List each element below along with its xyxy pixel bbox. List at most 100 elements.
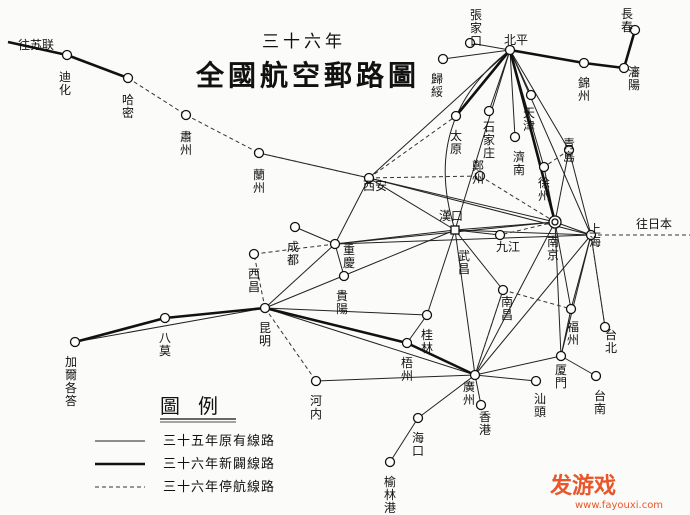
city-label-chongqing: 重慶 [343, 243, 355, 270]
city-node-changchun [629, 24, 641, 36]
route-beiping-shijiazhuang [488, 49, 511, 112]
city-node-hami [122, 72, 134, 84]
city-node-dihua [61, 49, 73, 61]
city-label-chengdu: 成都 [287, 240, 299, 267]
route-ussr-dihua [7, 40, 68, 57]
destination-ussr-label: 往苏联 [18, 37, 54, 52]
city-label-tainan: 台南 [594, 388, 606, 416]
city-node-xichang [248, 248, 260, 260]
route-beiping-nanjing [508, 49, 557, 223]
legend-label-existing: 三十五年原有線路 [163, 433, 275, 449]
routes-new-layer [7, 29, 637, 377]
city-label-wuzhou: 梧州 [401, 355, 413, 383]
route-nanjing-guangzhou [474, 221, 556, 376]
city-node-suzhou_gs [180, 109, 192, 121]
city-node-wuzhou [401, 337, 413, 349]
route-xiamen-fuzhou [560, 308, 572, 357]
route-nanchang-guangzhou [474, 289, 504, 376]
destination-japan-label: 往日本 [636, 216, 672, 231]
legend-title: 圖例 [160, 394, 236, 418]
city-node-zhengzhou [474, 170, 486, 182]
route-guangzhou-shantou [474, 374, 537, 382]
city-node-taibei [599, 321, 611, 333]
route-shanghai-qingdao [568, 149, 592, 236]
route-beiping-hankou-arc [444, 49, 511, 231]
city-node-jinzhou [578, 57, 590, 69]
city-label-tianjin: 天津 [523, 106, 535, 133]
city-label-zhengzhou: 鄭州 [472, 158, 484, 186]
map-title-year: 三十六年 [262, 32, 346, 52]
city-label-hanoi: 河内 [310, 394, 322, 421]
city-node-lanzhou [253, 147, 265, 159]
route-kunming-guilin [264, 307, 428, 316]
map-title: 全國航空郵路圖 [195, 59, 420, 92]
route-hankou-guilin [426, 229, 456, 316]
route-bhamo-kunming [164, 306, 266, 320]
route-suzhou_gs-lanzhou [185, 114, 260, 154]
city-node-yulin [384, 456, 396, 468]
route-calcutta-bhamo [74, 316, 166, 344]
city-node-tianjin [525, 89, 537, 101]
city-label-guiyang: 貴陽 [336, 289, 348, 316]
city-label-calcutta: 加爾各答 [65, 355, 77, 408]
city-label-guangzhou: 廣州 [463, 380, 475, 407]
city-node-taiyuan [450, 110, 462, 122]
route-haikou-yulin [389, 417, 419, 463]
legend-label-suspended: 三十六年停航線路 [163, 479, 275, 495]
city-label-suzhou_gs: 肅州 [180, 130, 192, 157]
city-node-jinan [509, 131, 521, 143]
city-label-hankou: 漢口 [439, 209, 463, 223]
route-nanjing-qingdao [554, 149, 570, 223]
city-label-kunming: 昆明 [259, 321, 271, 348]
city-label-xiamen: 厦門 [555, 363, 567, 390]
destination-ussr: 往苏联 [18, 37, 54, 52]
city-label-dihua: 迪化 [59, 70, 71, 97]
city-node-guilin [421, 309, 433, 321]
city-label-xianggang: 香港 [479, 410, 491, 437]
destination-japan: 往日本 [636, 216, 672, 231]
route-chongqing-chengdu [294, 226, 336, 245]
city-label-changchun: 長春 [621, 7, 633, 34]
route-kunming-hankou [264, 229, 456, 309]
city-node-chongqing [329, 238, 341, 250]
route-zhengzhou-nanjing [479, 175, 556, 223]
route-nanjing-xiamen [554, 221, 562, 357]
route-dihua-hami [66, 53, 129, 80]
route-beiping-jinan [509, 49, 516, 138]
city-label-qingdao: 青島 [563, 137, 575, 164]
route-kunming-guangzhou [264, 307, 476, 376]
city-node-qingdao [563, 144, 575, 156]
city-label-jiujiang: 九江 [496, 240, 520, 254]
city-node-beiping [504, 44, 516, 56]
route-shanghai-taibei [590, 234, 606, 328]
route-guangzhou-hanoi [315, 374, 476, 382]
route-shanghai-xiamen [560, 234, 592, 357]
city-node-calcutta [69, 336, 81, 348]
city-label-shanghai: 上海 [589, 222, 601, 249]
city-label-jinzhou: 錦州 [578, 75, 590, 103]
legend: 圖例 三十五年原有線路 三十六年新闢線路 三十六年停航線路 [95, 394, 275, 495]
city-label-wuchang: 武昌 [458, 249, 470, 276]
city-node-fuzhou [565, 303, 577, 315]
city-node-shenyang [618, 62, 630, 74]
route-kunming-hanoi [264, 307, 317, 382]
city-label-fuzhou: 福州 [567, 319, 579, 347]
city-node-shijiazhuang [483, 105, 495, 117]
route-guilin-wuzhou [406, 314, 428, 344]
route-xian-nanjing [368, 177, 556, 223]
route-xian-zhengzhou [368, 175, 481, 179]
legend-label-new: 三十六年新闢線路 [163, 456, 275, 472]
city-node-chengdu [289, 221, 301, 233]
city-node-guiyang [338, 270, 350, 282]
route-chongqing-guiyang [334, 243, 345, 277]
city-label-zhangjiakou: 張家口 [470, 8, 482, 48]
route-beiping-shanghai [509, 49, 592, 236]
route-xiamen-tainan [560, 355, 597, 377]
city-node-jiujiang [494, 229, 506, 241]
city-label-shantou: 汕頭 [534, 392, 546, 419]
route-hankou-guangzhou [454, 229, 476, 376]
route-beiping-guisui [442, 49, 511, 60]
city-node-nanchang [497, 284, 509, 296]
watermark-brand: 发游戏 [549, 473, 616, 499]
